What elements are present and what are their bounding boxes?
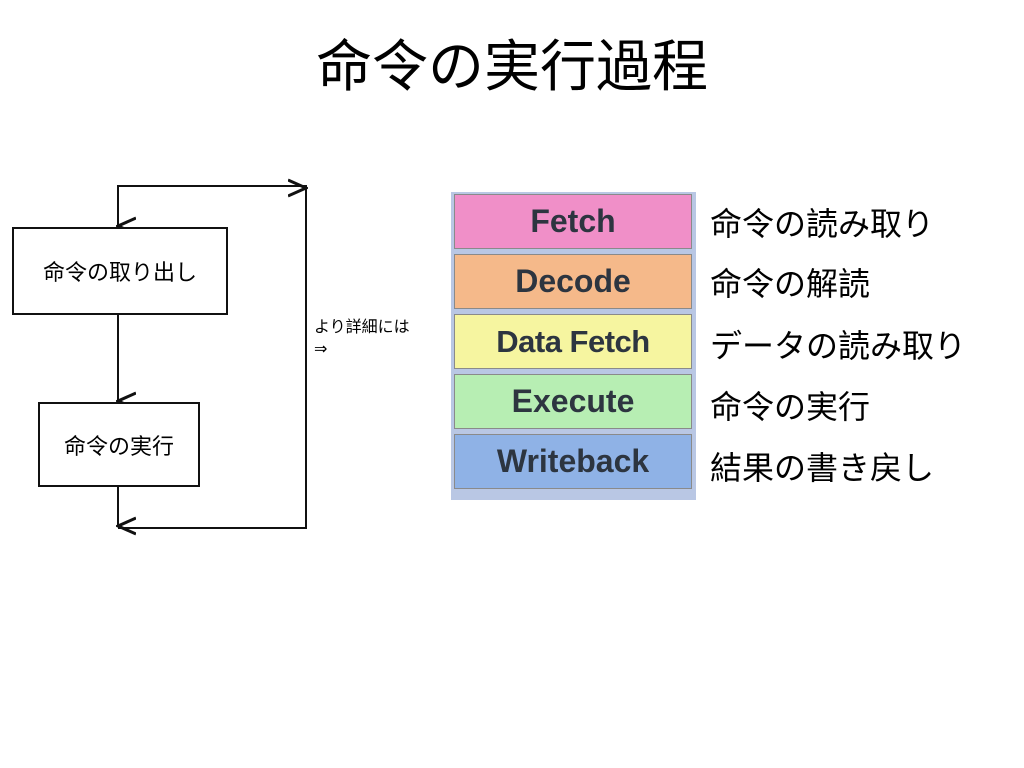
stage-description-execute: 命令の実行 [710,388,871,426]
page-title: 命令の実行過程 [316,35,708,100]
stage-execute: Execute [454,374,692,429]
stage-description-fetch: 命令の読み取り [710,205,935,243]
stage-data-fetch: Data Fetch [454,314,692,369]
stage-fetch: Fetch [454,194,692,249]
stage-description-decode: 命令の解読 [710,265,871,303]
flow-box-fetch: 命令の取り出し [12,227,228,315]
detail-note: より詳細には ⇒ [314,316,454,360]
stage-description-data-fetch: データの読み取り [710,327,967,365]
stage-decode: Decode [454,254,692,309]
arrow-right-icon: ⇒ [314,339,328,358]
detail-note-text: より詳細には [314,317,410,336]
flow-box-execute: 命令の実行 [38,402,200,487]
stage-writeback: Writeback [454,434,692,489]
stage-description-writeback: 結果の書き戻し [710,449,935,487]
pipeline-stages: Fetch Decode Data Fetch Execute Writebac… [451,192,696,500]
